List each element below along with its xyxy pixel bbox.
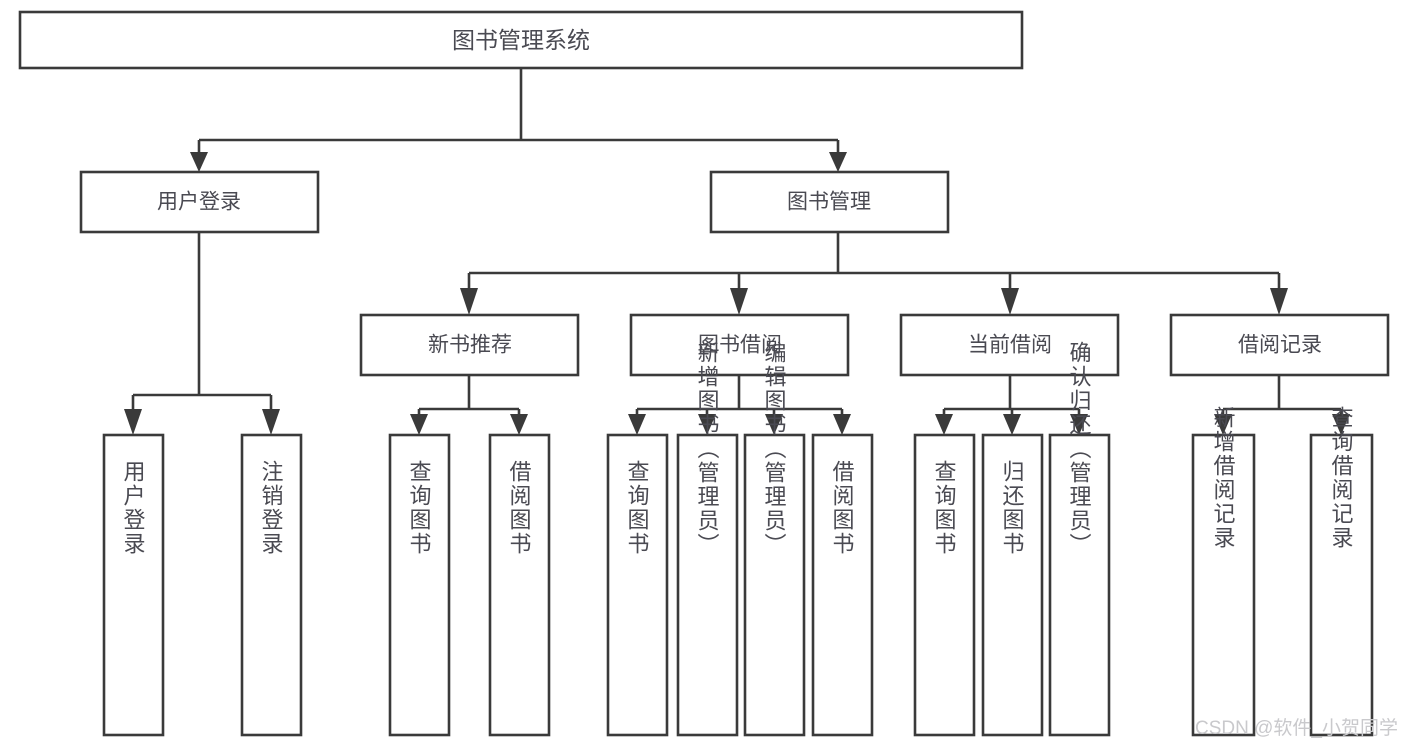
leaf-br-add-record-label: 新增借阅记录 — [1211, 406, 1236, 550]
node-current-borrow-box[interactable] — [899, 313, 1120, 377]
node-user-login-box[interactable] — [79, 170, 320, 234]
leaf-br-add-record-box[interactable] — [1191, 433, 1256, 737]
node-current-borrow-label: 当前借阅 — [968, 334, 1052, 357]
connector-layer — [124, 68, 1350, 435]
arrowhead-cb-leaf-3 — [1070, 414, 1088, 435]
leaf-node[interactable]: 查询图书 — [606, 433, 669, 737]
node-root-label: 图书管理系统 — [452, 27, 590, 53]
leaf-node[interactable]: 归还图书 — [981, 433, 1044, 737]
leaf-cb-confirm-return-label: 确认归还（管理员） — [1067, 341, 1092, 557]
leaf-bb-borrow-book-box[interactable] — [811, 433, 874, 737]
leaf-node[interactable]: 查询图书 — [388, 433, 451, 737]
arrowhead-current-borrow — [1001, 288, 1019, 315]
leaf-nb-query-book-box[interactable] — [388, 433, 451, 737]
leaf-nb-query-book-label: 查询图书 — [407, 460, 432, 556]
node-borrow-record[interactable]: 借阅记录 — [1169, 313, 1390, 377]
arrowhead-borrow-record — [1270, 288, 1288, 315]
arrowhead-bb-leaf-3 — [765, 414, 783, 435]
leaf-cb-confirm-return-box[interactable] — [1048, 433, 1111, 737]
node-new-book-recommend-label: 新书推荐 — [428, 334, 512, 357]
leaf-bb-query-book-label: 查询图书 — [625, 460, 650, 556]
arrowhead-book-borrow — [730, 288, 748, 315]
node-user-login-label: 用户登录 — [157, 191, 241, 214]
leaf-nb-borrow-book-box[interactable] — [488, 433, 551, 737]
arrowhead-nb-leaf-1 — [410, 414, 428, 435]
leaf-bb-query-book-box[interactable] — [606, 433, 669, 737]
leaf-node[interactable]: 确认归还（管理员） — [1048, 341, 1111, 737]
arrowhead-cb-leaf-2 — [1003, 414, 1021, 435]
leaf-node[interactable]: 借阅图书 — [488, 433, 551, 737]
node-root-box[interactable] — [18, 10, 1024, 70]
leaf-cb-return-book-label: 归还图书 — [1000, 460, 1025, 556]
arrowhead-cb-leaf-1 — [935, 414, 953, 435]
leaf-br-query-record-box[interactable] — [1309, 433, 1374, 737]
arrowhead-new-book — [460, 288, 478, 315]
node-user-login[interactable]: 用户登录 — [79, 170, 320, 234]
arrowhead-bb-leaf-2 — [698, 414, 716, 435]
arrowhead-nb-leaf-2 — [510, 414, 528, 435]
leaf-cb-query-book-box[interactable] — [913, 433, 976, 737]
node-new-book-recommend-box[interactable] — [359, 313, 580, 377]
leaf-bb-edit-book-box[interactable] — [743, 433, 806, 737]
leaf-node[interactable]: 查询图书 — [913, 433, 976, 737]
node-borrow-record-box[interactable] — [1169, 313, 1390, 377]
arrowhead-leaf-logout — [262, 409, 280, 435]
arrowhead-br-leaf-1 — [1214, 414, 1232, 435]
leaf-bb-borrow-book-label: 借阅图书 — [830, 460, 855, 556]
node-book-borrow-box[interactable] — [629, 313, 850, 377]
leaf-node[interactable]: 用户登录 — [102, 433, 165, 737]
node-book-borrow-label: 图书借阅 — [698, 334, 782, 357]
csdn-watermark: CSDN @软件_小贺同学 — [1195, 717, 1398, 739]
arrowhead-bb-leaf-4 — [833, 414, 851, 435]
leaf-node[interactable]: 注销登录 — [240, 433, 303, 737]
leaf-bb-add-book-box[interactable] — [676, 433, 739, 737]
leaf-node[interactable]: 新增图书（管理员） — [676, 341, 739, 737]
leaf-bb-add-book-label: 新增图书（管理员） — [695, 341, 720, 557]
node-book-management[interactable]: 图书管理 — [709, 170, 950, 234]
node-book-borrow[interactable]: 图书借阅 — [629, 313, 850, 377]
leaf-logout-box[interactable] — [240, 433, 303, 737]
leaf-node[interactable]: 编辑图书（管理员） — [743, 341, 806, 737]
leaf-node[interactable]: 借阅图书 — [811, 433, 874, 737]
node-new-book-recommend[interactable]: 新书推荐 — [359, 313, 580, 377]
arrowhead-br-leaf-2 — [1332, 414, 1350, 435]
leaf-bb-edit-book-label: 编辑图书（管理员） — [762, 341, 787, 557]
leaf-node[interactable]: 查询借阅记录 — [1309, 406, 1374, 737]
leaf-user-login-label: 用户登录 — [121, 460, 146, 556]
leaf-cb-return-book-box[interactable] — [981, 433, 1044, 737]
leaf-br-query-record-label: 查询借阅记录 — [1329, 406, 1354, 550]
leaf-user-login-box[interactable] — [102, 433, 165, 737]
node-borrow-record-label: 借阅记录 — [1238, 334, 1322, 357]
leaf-logout-label: 注销登录 — [259, 460, 284, 556]
arrowhead-leaf-user-login — [124, 409, 142, 435]
node-book-management-label: 图书管理 — [787, 191, 871, 214]
node-book-management-box[interactable] — [709, 170, 950, 234]
arrowhead-user-login — [190, 152, 208, 172]
leaf-nb-borrow-book-label: 借阅图书 — [507, 460, 532, 556]
node-root-system[interactable]: 图书管理系统 — [18, 10, 1024, 70]
arrowhead-bb-leaf-1 — [628, 414, 646, 435]
leaf-cb-query-book-label: 查询图书 — [932, 460, 957, 556]
node-current-borrow[interactable]: 当前借阅 — [899, 313, 1120, 377]
leaf-node[interactable]: 新增借阅记录 — [1191, 406, 1256, 737]
arrowhead-book-mgmt — [829, 152, 847, 172]
